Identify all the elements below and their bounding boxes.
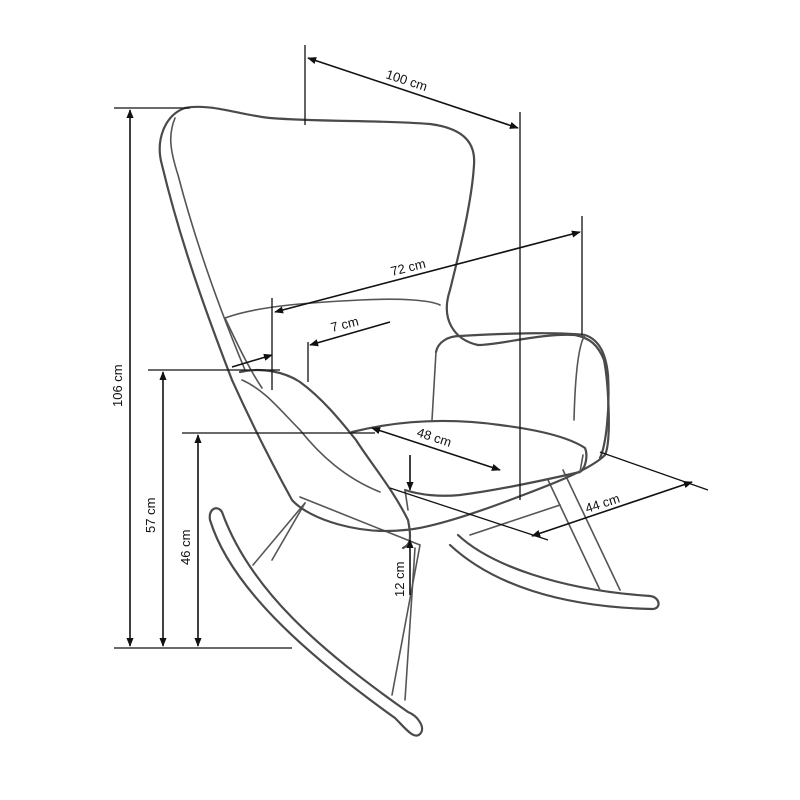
dimension-label-seat-height: 46 cm bbox=[178, 530, 193, 565]
chair-legs bbox=[252, 469, 621, 701]
dimension-label-armrest-height: 57 cm bbox=[143, 498, 158, 533]
dimension-total-height: 106 cm bbox=[110, 107, 292, 649]
left-armrest-inner bbox=[241, 379, 381, 493]
dimension-label-total-height: 106 cm bbox=[110, 364, 125, 407]
right-rocker bbox=[448, 533, 660, 611]
dimension-seat-thickness: 12 cm bbox=[392, 455, 414, 597]
dimension-armrest-height: 57 cm bbox=[143, 369, 280, 647]
dimension-seat-width: 48 cm bbox=[371, 425, 501, 471]
seat-cushion bbox=[350, 419, 588, 497]
backrest-outer bbox=[158, 105, 610, 533]
rocking-chair-outline bbox=[158, 105, 660, 737]
right-armrest-inner bbox=[431, 334, 586, 421]
dimension-label-seat-width: 48 cm bbox=[415, 425, 453, 450]
backrest-inner bbox=[169, 117, 246, 371]
dimension-seat-height: 46 cm bbox=[178, 432, 375, 647]
right-armrest bbox=[434, 332, 610, 460]
dimension-label-armrest: 7 cm bbox=[329, 314, 360, 335]
back-cushion bbox=[224, 298, 441, 389]
left-armrest bbox=[238, 368, 412, 550]
dimension-label-arm-width: 72 cm bbox=[389, 256, 427, 279]
dimension-label-width: 100 cm bbox=[384, 67, 429, 94]
dimension-label-seat-thickness: 12 cm bbox=[392, 562, 407, 597]
dimension-armrest: 7 cm bbox=[231, 314, 391, 382]
left-rocker bbox=[208, 507, 424, 737]
